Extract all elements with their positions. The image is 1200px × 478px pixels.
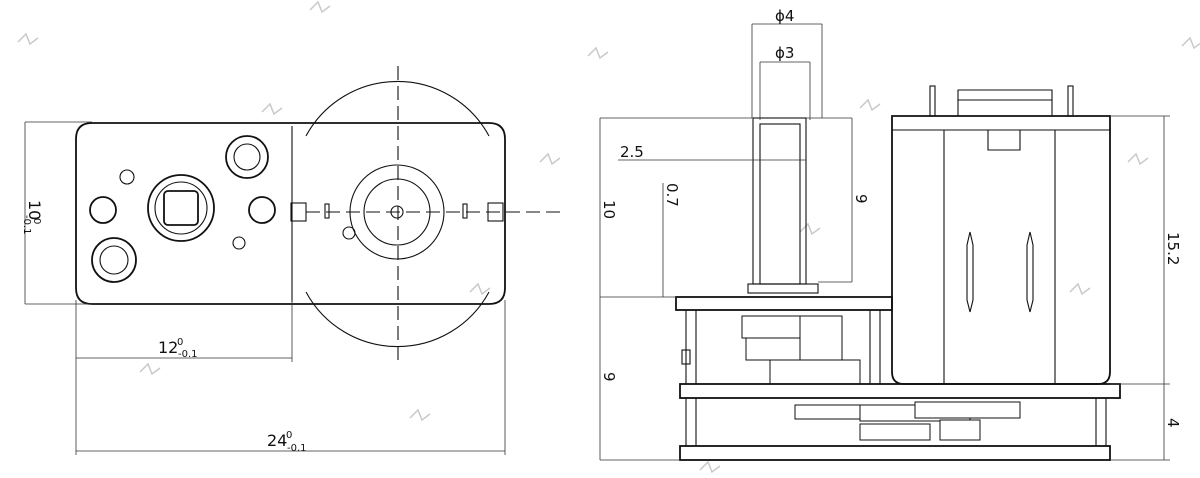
dim-total-width-tol-upper: 0 <box>286 430 292 441</box>
dim-front-height-value: 10 <box>25 200 44 220</box>
dim-bottom-height-value: 4 <box>1164 418 1182 428</box>
dim-shaft-inner: ϕ3 <box>759 44 811 120</box>
small-hole-top <box>119 169 135 185</box>
gear <box>745 337 803 361</box>
bushing-top-right <box>225 135 269 179</box>
dim-shaft-outer-value: ϕ4 <box>775 7 794 25</box>
output-shaft <box>747 117 819 294</box>
dim-front-gearbox-width: 12 0 -0.1 <box>75 300 293 362</box>
dim-front-height: 10 0 -0.1 <box>21 121 92 305</box>
dim-front-total-width: 24 0 -0.1 <box>75 300 506 455</box>
hole-right <box>248 196 276 224</box>
dim-front-height-tol-upper: 0 <box>31 218 42 224</box>
motor-terminal <box>929 85 936 117</box>
front-body-outline <box>75 122 506 305</box>
dim-bottom-height: 4 <box>1110 384 1182 461</box>
bushing-bottom-left <box>91 237 137 283</box>
output-shaft-ring <box>154 181 208 235</box>
watermark-logo <box>539 152 561 166</box>
gear <box>914 401 1021 419</box>
watermark-logo <box>1181 36 1200 50</box>
motor-slot-right <box>462 203 468 219</box>
dim-shaft-body-value: 9 <box>852 194 870 204</box>
dim-shaft-length: 10 <box>599 117 752 460</box>
dim-shaft-inner-value: ϕ3 <box>775 44 794 62</box>
motor-slot-left <box>324 203 330 219</box>
watermark-logo <box>17 32 39 46</box>
dim-total-width-value: 24 <box>267 431 287 450</box>
gearbox-body <box>681 310 881 384</box>
watermark-logo <box>409 408 431 422</box>
watermark-logo <box>1127 152 1149 166</box>
dim-motor-height-value: 15.2 <box>1164 232 1182 265</box>
watermark-logo <box>699 460 721 474</box>
gear <box>794 404 866 420</box>
dim-front-height-tol-lower: -0.1 <box>21 215 32 235</box>
watermark-logo <box>469 282 491 296</box>
front-view: 10 0 -0.1 12 0 -0.1 24 0 -0.1 <box>21 66 560 455</box>
gearbox-bottom-plate <box>679 445 1111 461</box>
bushing-top-right-inner <box>233 143 261 171</box>
watermark-logo <box>309 0 331 14</box>
dim-step: 0.7 <box>662 183 681 297</box>
watermark-logo <box>587 46 609 60</box>
motor <box>891 85 1111 385</box>
gearbox-top-plate <box>675 296 893 311</box>
motor-terminal <box>1067 85 1074 117</box>
hole-left <box>89 196 117 224</box>
dim-gearbox-width-tol-upper: 0 <box>177 337 183 348</box>
watermark-logo <box>799 222 821 236</box>
dim-step-value: 0.7 <box>663 183 681 207</box>
output-shaft-hole <box>147 174 215 242</box>
output-shaft-flat <box>163 190 199 226</box>
gear <box>939 419 981 441</box>
gear <box>769 359 861 385</box>
gear-stack-upper <box>741 315 861 385</box>
motor-small-hole <box>342 226 356 240</box>
watermark-logo <box>859 98 881 112</box>
gear <box>799 315 843 361</box>
dim-gearbox-width-tol-lower: -0.1 <box>178 349 198 360</box>
gearbox-middle-plate <box>679 383 1121 399</box>
dim-flat: 2.5 <box>618 143 806 161</box>
dim-gear-height: 9 <box>600 296 680 461</box>
dim-total-width-tol-lower: -0.1 <box>287 443 307 454</box>
side-view: ϕ4 ϕ3 2.5 0.7 10 9 <box>599 7 1182 461</box>
dim-motor-height: 15.2 <box>1110 115 1182 385</box>
watermark-layer <box>17 0 1200 474</box>
gearbox-bottom <box>685 398 1107 446</box>
dim-shaft-outer: ϕ4 <box>751 7 823 118</box>
dim-gearbox-width-value: 12 <box>158 338 178 357</box>
watermark-logo <box>139 362 161 376</box>
dim-flat-value: 2.5 <box>620 143 644 161</box>
gear <box>859 423 931 441</box>
motor-terminal-left <box>290 202 307 222</box>
watermark-logo <box>1069 282 1091 296</box>
dim-gear-height-value: 9 <box>600 372 618 382</box>
small-hole-bottom <box>232 236 246 250</box>
watermark-logo <box>261 102 283 116</box>
dim-shaft-length-value: 10 <box>600 200 618 219</box>
bushing-bottom-left-inner <box>99 245 129 275</box>
dim-shaft-body: 9 <box>806 117 870 283</box>
